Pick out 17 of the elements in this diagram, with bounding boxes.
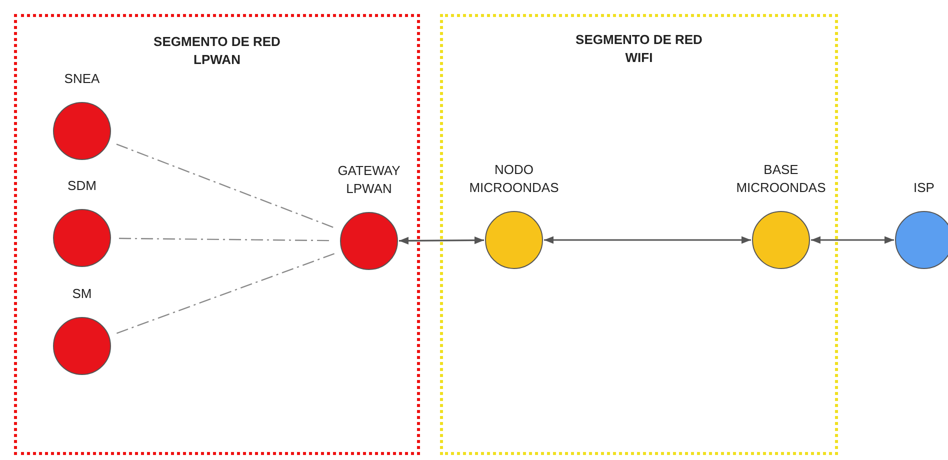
dash-dot-link-line [116,253,334,334]
node-label: BASE MICROONDAS [735,161,827,197]
node-label: SNEA [64,70,100,88]
dash-dot-link-line [119,238,332,242]
segment-heading: SEGMENTO DE RED LPWAN [152,33,282,69]
segment-heading: SEGMENTO DE RED WIFI [574,31,704,67]
double-arrow-link [544,236,751,244]
dotted-segment-frame [14,14,420,455]
dotted-segment-frame [440,14,838,455]
double-arrow-link [399,236,484,245]
dash-dot-link-line [116,144,335,228]
node-label: ISP [914,179,934,197]
node-label: SDM [68,177,96,195]
double-arrow-link [811,236,894,244]
node-label: SM [72,285,92,303]
node-label: GATEWAY LPWAN [336,162,402,198]
node-label: NODO MICROONDAS [468,161,560,197]
